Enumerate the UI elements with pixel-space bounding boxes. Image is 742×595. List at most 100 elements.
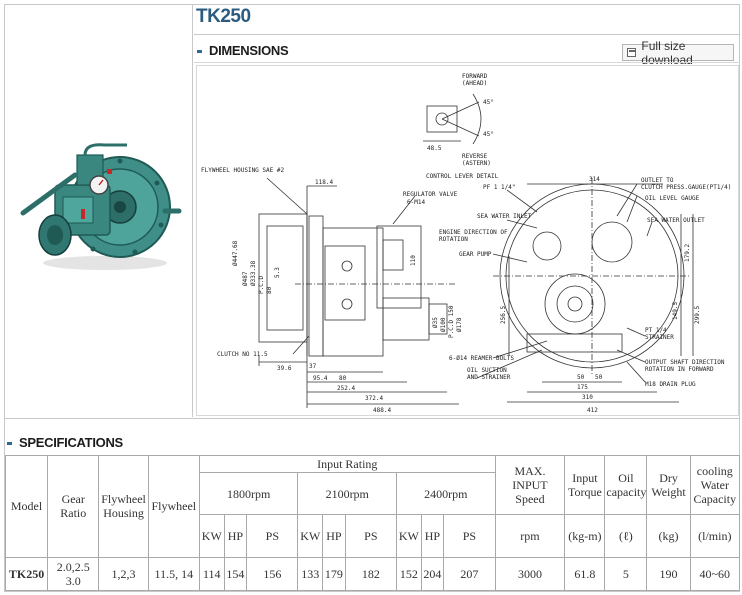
- label-pt-14: PT 1/4: [645, 327, 667, 334]
- product-image-panel: [5, 5, 193, 417]
- dim-50-a: 50: [577, 374, 585, 381]
- dim-pcd-150: P.C.D 150: [448, 305, 455, 338]
- label-astern: (ASTERN): [462, 160, 491, 167]
- label-output-2: ROTATION IN FORWARD: [645, 366, 714, 373]
- col-model: Model: [4, 455, 49, 558]
- dim-488-4: 488.4: [373, 407, 391, 414]
- unit-water: (l/min): [689, 514, 741, 558]
- dim-5-3: 5.3: [274, 267, 281, 278]
- dim-372-4: 372.4: [365, 395, 383, 402]
- col-max-input-speed: MAX. INPUT Speed: [494, 454, 566, 516]
- dim-447-68: Ø447.68: [232, 240, 239, 266]
- col-1800rpm: 1800rpm: [198, 472, 299, 516]
- cell-weight: 190: [646, 556, 691, 592]
- dim-487: Ø487: [242, 271, 249, 286]
- label-oil-suction-2: AND STRAINER: [467, 374, 511, 381]
- dim-80: 80: [266, 286, 273, 294]
- label-gear-pump: GEAR PUMP: [459, 251, 492, 258]
- col-input-rating: Input Rating: [198, 454, 496, 474]
- cell-flywheel-housing: 1,2,3: [98, 556, 149, 592]
- label-outlet-2: CLUTCH PRESS.GAUGE(PT1/4): [641, 184, 731, 191]
- specifications-header: SPECIFICATIONS: [19, 435, 123, 450]
- dim-80-b: 80: [339, 375, 347, 382]
- label-output-1: OUTPUT SHAFT DIRECTION: [645, 359, 725, 366]
- dim-178: Ø178: [456, 317, 463, 332]
- label-outlet-1: OUTLET TO: [641, 177, 674, 184]
- dim-118-4: 118.4: [315, 179, 333, 186]
- dim-50-b: 50: [595, 374, 603, 381]
- cell-water: 40~60: [689, 556, 741, 592]
- section-marker-icon: [197, 50, 202, 53]
- col-flywheel: Flywheel: [147, 455, 200, 558]
- dim-45-b: 45°: [483, 131, 494, 138]
- col-hp-1800: HP: [223, 514, 248, 558]
- label-oil-suction-1: OIL SUCTION: [467, 367, 507, 374]
- product-image: [20, 143, 182, 270]
- cell-hp-2400: 204: [420, 556, 445, 592]
- cell-ps-2100: 182: [344, 556, 398, 592]
- col-2100rpm: 2100rpm: [297, 472, 397, 516]
- label-ahead: (AHEAD): [462, 80, 487, 87]
- col-oil-capacity: Oil capacity: [604, 454, 648, 516]
- dim-299-5: 299.5: [694, 306, 701, 324]
- unit-rpm: rpm: [494, 514, 566, 558]
- dim-314: 314: [589, 176, 600, 183]
- label-regulator-valve: REGULATOR VALVE: [403, 191, 458, 198]
- label-engine-direction-1: ENGINE DIRECTION OF: [439, 229, 508, 236]
- unit-weight: (kg): [646, 514, 691, 558]
- dim-310: 310: [582, 394, 593, 401]
- table-row: TK250 2.0,2.5 3.0 1,2,3 11.5, 14 114 154…: [4, 556, 741, 592]
- cell-hp-2100: 179: [322, 556, 346, 592]
- cell-ps-2400: 207: [443, 556, 496, 592]
- dim-179-2: 179.2: [684, 244, 691, 262]
- cell-ps-1800: 156: [246, 556, 299, 592]
- col-gear-ratio: Gear Ratio: [47, 455, 100, 558]
- label-sea-water-outlet: SEA WATER OUTLET: [647, 217, 705, 224]
- dim-37: 37: [309, 363, 317, 370]
- unit-oil: (ℓ): [604, 514, 648, 558]
- dimensions-divider: [194, 62, 740, 63]
- unit-torque: (kg-m): [564, 514, 606, 558]
- label-strainer: STRAINER: [645, 334, 674, 341]
- label-forward: FORWARD: [462, 73, 488, 80]
- cell-torque: 61.8: [564, 556, 606, 592]
- dim-175: 175: [577, 384, 588, 391]
- dim-333-38: Ø333.38: [250, 260, 257, 286]
- dim-100: Ø100: [440, 317, 447, 332]
- label-reverse: REVERSE: [462, 153, 488, 160]
- label-reamer-bolts: 6-Ø14 REAMER BOLTS: [449, 355, 514, 362]
- col-kw-2100: KW: [297, 514, 324, 558]
- download-label: Full size download: [641, 38, 693, 67]
- label-sea-water-inlet: SEA WATER INLET: [477, 213, 532, 220]
- full-size-download-button[interactable]: Full size download: [622, 39, 734, 67]
- cell-gear-ratio: 2.0,2.5 3.0: [47, 556, 100, 592]
- label-m14: 6-M14: [407, 199, 425, 206]
- col-kw-1800: KW: [198, 514, 225, 558]
- col-ps-2100: PS: [344, 514, 398, 558]
- title-divider: [194, 34, 740, 35]
- dim-110: 110: [410, 255, 417, 266]
- col-input-torque: Input Torque: [564, 454, 606, 516]
- cell-kw-2100: 133: [297, 556, 324, 592]
- col-hp-2400: HP: [420, 514, 445, 558]
- label-drain: M18 DRAIN PLUG: [645, 381, 696, 388]
- cell-max-speed: 3000: [494, 556, 566, 592]
- dim-256-5: 256.5: [500, 306, 507, 324]
- label-oil-level: OIL LEVEL GAUGE: [645, 195, 700, 202]
- window-icon: [627, 48, 637, 57]
- dim-95-4: 95.4: [313, 375, 328, 382]
- dimension-drawing-svg: FORWARD (AHEAD) REVERSE (ASTERN) CONTROL…: [201, 73, 731, 414]
- col-hp-2100: HP: [322, 514, 346, 558]
- specifications-divider: [5, 418, 740, 419]
- col-ps-1800: PS: [246, 514, 299, 558]
- dim-45-a: 45°: [483, 99, 494, 106]
- cell-flywheel: 11.5, 14: [147, 556, 200, 592]
- page-frame: [4, 4, 740, 592]
- specifications-table: Model Gear Ratio Flywheel Housing Flywhe…: [4, 454, 741, 592]
- col-dry-weight: Dry Weight: [646, 454, 691, 516]
- dim-39-6: 39.6: [277, 365, 292, 372]
- dim-35: Ø35: [432, 317, 439, 328]
- label-pf-114: PF 1 1/4": [483, 184, 516, 191]
- label-clutch-no: CLUTCH NO 11.5: [217, 351, 268, 358]
- dim-149-5: 149.5: [672, 302, 679, 320]
